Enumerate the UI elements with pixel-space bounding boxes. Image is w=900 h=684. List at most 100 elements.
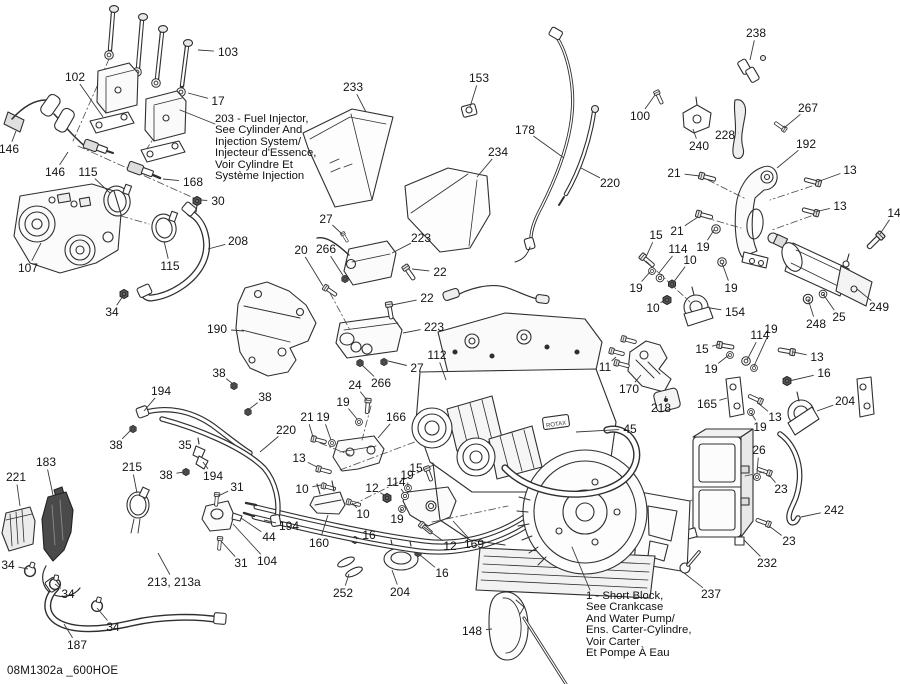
part-callout-242: 242 bbox=[824, 503, 844, 517]
part-callout-183: 183 bbox=[36, 455, 56, 469]
leader-line bbox=[684, 216, 699, 227]
part-callout-103: 103 bbox=[218, 45, 238, 59]
part-callout-19: 19 bbox=[390, 512, 404, 526]
bracket-170 bbox=[608, 334, 681, 413]
part-callout-16: 16 bbox=[817, 366, 831, 380]
part-callout-146: 146 bbox=[45, 165, 65, 179]
leader-line bbox=[641, 271, 651, 282]
electric-starter-249 bbox=[767, 229, 887, 307]
leader-line bbox=[96, 607, 108, 621]
leader-line bbox=[814, 207, 830, 213]
part-callout-13: 13 bbox=[810, 350, 824, 364]
leader-line bbox=[469, 85, 478, 108]
leader-line bbox=[753, 335, 769, 367]
leader-line bbox=[707, 229, 715, 241]
part-callout-107: 107 bbox=[18, 261, 38, 275]
part-callout-10: 10 bbox=[646, 301, 660, 315]
leader-line bbox=[380, 492, 387, 497]
part-callout-215: 215 bbox=[122, 460, 142, 474]
part-callout-234: 234 bbox=[488, 145, 508, 159]
document-code: 08M1302a _600HOE bbox=[7, 665, 119, 677]
leader-line bbox=[163, 240, 169, 259]
part-callout-27: 27 bbox=[410, 361, 424, 375]
leader-line bbox=[11, 130, 17, 142]
leader-line bbox=[411, 268, 430, 272]
part-callout-31: 31 bbox=[234, 556, 248, 570]
part-callout-178: 178 bbox=[515, 123, 535, 137]
leader-line bbox=[856, 288, 872, 302]
leader-line bbox=[768, 525, 782, 536]
part-callout-240: 240 bbox=[689, 139, 709, 153]
leader-line bbox=[879, 219, 890, 235]
part-callout-19: 19 bbox=[724, 281, 738, 295]
part-callout-19: 19 bbox=[336, 395, 350, 409]
leader-line bbox=[822, 293, 835, 311]
leader-line bbox=[645, 242, 654, 258]
part-callout-267: 267 bbox=[798, 101, 818, 115]
flywheel-cover-148 bbox=[488, 591, 568, 684]
leader-line bbox=[439, 362, 447, 381]
part-callout-12: 12 bbox=[443, 539, 457, 553]
leader-line bbox=[121, 429, 132, 440]
leader-line bbox=[721, 262, 729, 281]
part-callout-38: 38 bbox=[159, 468, 173, 482]
part-callout-146: 146 bbox=[0, 142, 19, 156]
note-short-block: 1 - Short Block, See Crankcase And Water… bbox=[586, 590, 692, 660]
part-callout-16: 16 bbox=[362, 528, 376, 542]
leader-line bbox=[197, 49, 214, 52]
leader-line bbox=[63, 623, 73, 639]
ignition-coil-102-pair bbox=[89, 62, 187, 163]
lever-228 bbox=[732, 99, 747, 159]
part-callout-192: 192 bbox=[796, 137, 816, 151]
part-callout-112: 112 bbox=[427, 348, 446, 362]
leader-line bbox=[717, 354, 730, 364]
air-deflector-233 bbox=[302, 108, 394, 208]
part-callout-19: 19 bbox=[704, 362, 718, 376]
hose-187 bbox=[22, 559, 227, 633]
part-callout-38: 38 bbox=[212, 366, 226, 380]
leader-line bbox=[692, 128, 697, 139]
part-callout-19: 19 bbox=[753, 420, 767, 434]
part-callout-13: 13 bbox=[768, 410, 782, 424]
leader-line bbox=[332, 224, 343, 235]
leader-line bbox=[157, 552, 171, 575]
leader-line bbox=[391, 242, 412, 254]
part-callout-23: 23 bbox=[782, 534, 796, 548]
part-callout-21: 21 bbox=[670, 224, 684, 238]
leader-line bbox=[768, 474, 776, 483]
leader-line bbox=[807, 298, 815, 317]
leader-line bbox=[217, 490, 229, 497]
coil-mounting-bolts bbox=[72, 5, 197, 200]
part-callout-102: 102 bbox=[65, 70, 85, 84]
part-callout-22: 22 bbox=[420, 291, 434, 305]
note-leaders bbox=[179, 109, 591, 591]
part-callout-114: 114 bbox=[386, 475, 405, 489]
leader-line bbox=[16, 484, 21, 507]
part-callout-22: 22 bbox=[433, 265, 447, 279]
part-callout-24: 24 bbox=[348, 378, 362, 392]
leader-line bbox=[355, 537, 360, 540]
part-callout-248: 248 bbox=[806, 317, 826, 331]
leader-line bbox=[231, 329, 245, 332]
part-callout-204: 204 bbox=[835, 394, 855, 408]
part-callout-15: 15 bbox=[649, 228, 663, 242]
part-callout-187: 187 bbox=[67, 638, 87, 652]
leader-line bbox=[116, 295, 124, 306]
leader-line bbox=[800, 512, 821, 518]
support-183 bbox=[41, 486, 81, 598]
leader-line bbox=[132, 474, 138, 494]
part-callout-153: 153 bbox=[469, 71, 489, 85]
leader-line bbox=[361, 364, 375, 377]
part-callout-34: 34 bbox=[106, 620, 120, 634]
part-callout-168: 168 bbox=[183, 175, 203, 189]
leader-line bbox=[240, 517, 262, 533]
coolant-hose-45 bbox=[501, 425, 641, 498]
throttle-body-107 bbox=[13, 183, 150, 300]
leader-line bbox=[749, 40, 755, 61]
leader-line bbox=[658, 255, 673, 274]
engine-mount-154 bbox=[637, 251, 714, 327]
leader-line bbox=[308, 424, 314, 438]
part-callout-45: 45 bbox=[623, 422, 637, 436]
part-callout-19: 19 bbox=[696, 240, 710, 254]
